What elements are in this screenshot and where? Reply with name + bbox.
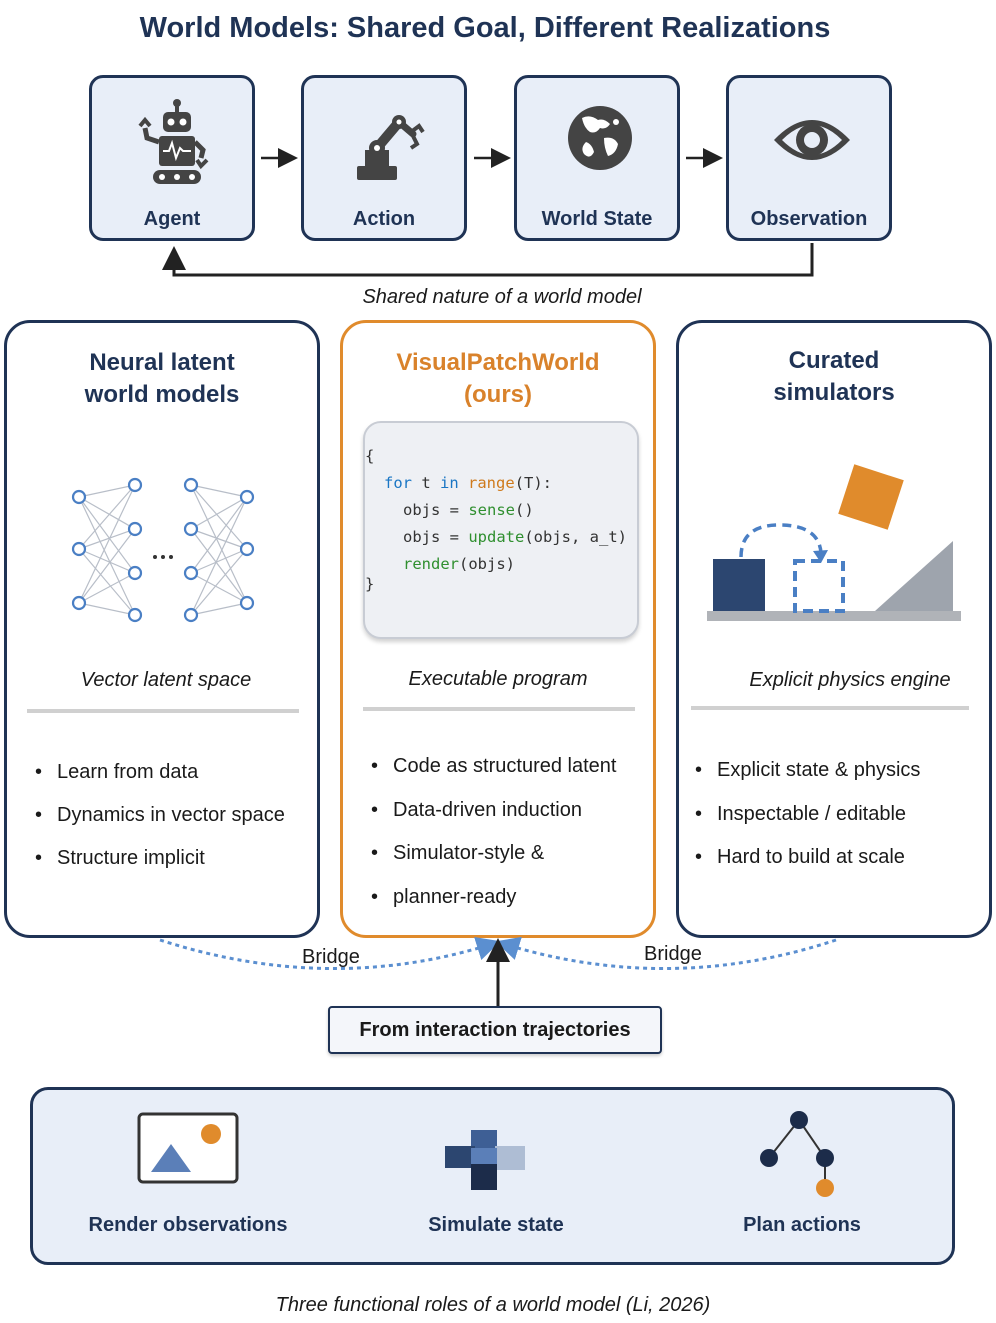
agent-box: Agent xyxy=(89,75,255,241)
image-icon xyxy=(137,1112,239,1184)
sim-caption: Explicit physics engine xyxy=(749,669,951,691)
bridge-left-label: Bridge xyxy=(302,946,360,968)
code-block: { for t in range(T): objs = sense() objs… xyxy=(363,421,639,639)
neural-network-icon xyxy=(71,477,255,623)
neural-title-line2: world models xyxy=(84,381,240,408)
bridge-right-arrow xyxy=(495,936,837,971)
observation-label: Observation xyxy=(750,208,868,230)
loop-caption: Shared nature of a world model xyxy=(362,286,642,308)
page-title: World Models: Shared Goal, Different Rea… xyxy=(139,12,831,44)
code-line-open: { xyxy=(365,447,375,465)
sim-divider xyxy=(691,706,969,710)
code-line-for: for t in range(T): xyxy=(384,474,553,492)
neural-caption: Vector latent space xyxy=(80,669,252,691)
simulate-label: Simulate state xyxy=(428,1214,564,1236)
ours-title-line1: VisualPatchWorld xyxy=(396,349,600,376)
bridge-arrows xyxy=(159,936,837,1006)
list-item: Explicit state & physics xyxy=(689,749,920,793)
sim-bullets: Explicit state & physics Inspectable / e… xyxy=(689,749,920,880)
robot-arm-icon xyxy=(357,115,425,180)
neural-title-line1: Neural latent xyxy=(89,349,235,376)
world-state-box: World State xyxy=(514,75,680,241)
robot-icon xyxy=(138,99,209,184)
list-item: Hard to build at scale xyxy=(689,836,920,880)
list-item: Simulator-style & xyxy=(365,832,616,876)
action-box: Action xyxy=(301,75,467,241)
blocks-icon xyxy=(445,1130,525,1190)
plan-label: Plan actions xyxy=(743,1214,861,1236)
physics-scene-icon xyxy=(707,464,961,621)
loop-arrows xyxy=(162,148,814,277)
list-item: Learn from data xyxy=(29,751,285,794)
globe-icon xyxy=(568,106,632,170)
code-line-update: objs = update(objs, a_t) xyxy=(403,528,627,546)
sim-title-line2: simulators xyxy=(773,379,895,406)
from-trajectories-box: From interaction trajectories xyxy=(328,1006,662,1054)
code-line-close: } xyxy=(365,575,375,593)
bridge-right-label: Bridge xyxy=(644,943,702,965)
bridge-left-arrow xyxy=(159,937,501,971)
simulator-panel: Curated simulators Explicit physics engi… xyxy=(676,320,992,938)
list-item: planner-ready xyxy=(365,876,616,920)
sim-title-line1: Curated xyxy=(788,347,880,374)
feedback-arrow xyxy=(162,243,814,277)
code-line-render: render(objs) xyxy=(403,555,515,573)
list-item: Inspectable / editable xyxy=(689,793,920,837)
list-item: Dynamics in vector space xyxy=(29,794,285,837)
neural-bullets: Learn from data Dynamics in vector space… xyxy=(29,751,285,880)
code-line-sense: objs = sense() xyxy=(403,501,534,519)
ours-panel: VisualPatchWorld (ours) { for t in range… xyxy=(340,320,656,938)
roles-panel: Render observations Simulate state Plan … xyxy=(30,1087,955,1265)
ours-title-line2: (ours) xyxy=(464,381,532,408)
action-label: Action xyxy=(352,208,416,230)
render-label: Render observations xyxy=(88,1214,288,1236)
ours-bullets: Code as structured latent Data-driven in… xyxy=(365,745,616,919)
list-item: Code as structured latent xyxy=(365,745,616,789)
observation-box: Observation xyxy=(726,75,892,241)
eye-icon xyxy=(774,120,850,160)
tree-icon xyxy=(760,1111,834,1197)
world-state-label: World State xyxy=(541,208,653,230)
neural-panel: Neural latent world models Vector latent… xyxy=(4,320,320,938)
list-item: Structure implicit xyxy=(29,837,285,880)
agent-label: Agent xyxy=(143,208,201,230)
neural-divider xyxy=(27,709,299,713)
ours-divider xyxy=(363,707,635,711)
roles-caption: Three functional roles of a world model … xyxy=(275,1294,711,1316)
ours-caption: Executable program xyxy=(408,668,588,690)
list-item: Data-driven induction xyxy=(365,789,616,833)
